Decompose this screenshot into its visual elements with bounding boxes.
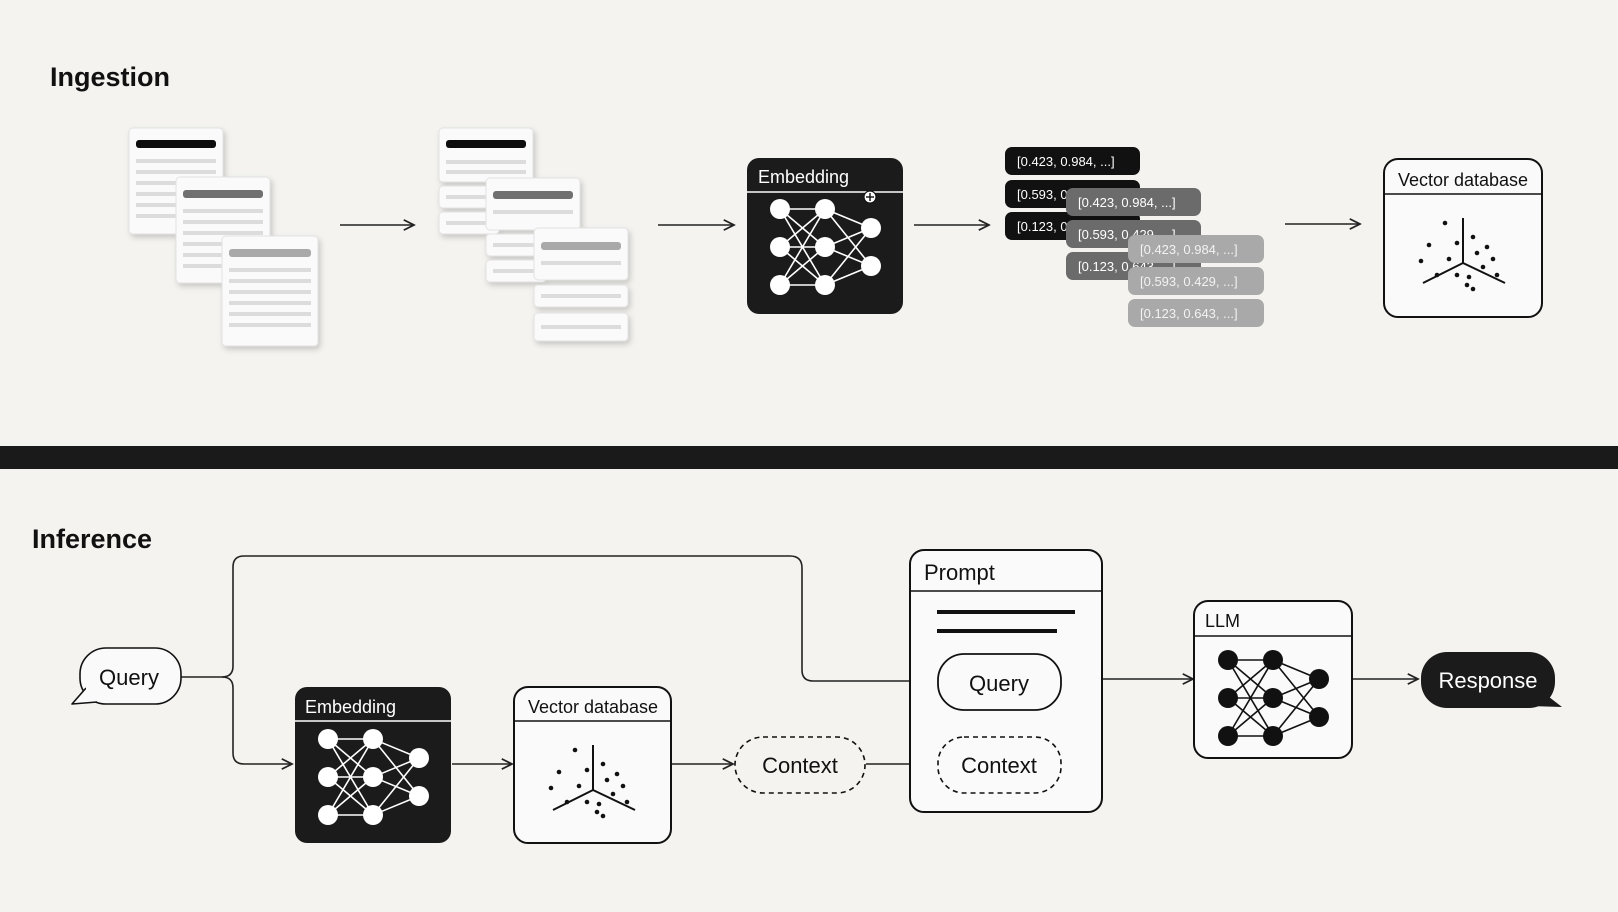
inference-embedding-network-icon [318,729,429,825]
prompt-box: Prompt Query Context [909,549,1103,813]
ingestion-vector-database: Vector database [1383,158,1543,318]
source-documents [128,127,319,347]
ingestion-section: Ingestion [50,62,1543,347]
prompt-label: Prompt [924,560,995,585]
vector-group-mid: [0.423, 0.984, ...] [0.593, 0.429, ...] … [1066,188,1201,280]
vector-light-3: [0.123, 0.643, ...] [1140,306,1238,321]
retrieved-context: Context [734,736,866,794]
chunk-group-2 [485,177,581,283]
retrieved-context-label: Context [762,753,838,778]
prompt-context-label: Context [961,753,1037,778]
arrow-query-to-embedding [221,676,292,764]
vector-light-2: [0.593, 0.429, ...] [1140,274,1238,289]
inference-title: Inference [32,524,152,554]
response-label: Response [1438,668,1537,693]
ingestion-title: Ingestion [50,62,170,92]
cursor-icon [863,190,877,204]
chunk-group-1 [438,127,534,235]
inference-embedding-label: Embedding [305,697,396,717]
inference-vector-database: Vector database [513,686,672,844]
vector-group-light: [0.423, 0.984, ...] [0.593, 0.429, ...] … [1128,235,1264,327]
ingestion-vector-db-label: Vector database [1398,170,1528,190]
llm-model: LLM [1193,600,1353,759]
llm-network-icon [1218,650,1329,746]
ingestion-embedding-label: Embedding [758,167,849,187]
section-divider [0,446,1618,469]
chunked-documents [438,127,629,342]
prompt-query-label: Query [969,671,1029,696]
ingestion-vector-space-icon [1418,218,1506,292]
ingestion-embedding-network-icon [770,199,881,295]
chunk-group-3 [533,227,629,342]
inference-embedding-model: Embedding [295,687,451,843]
inference-vector-space-icon [548,745,636,819]
embedding-vectors: [0.423, 0.984, ...] [0.593, 0.429, ...] … [1005,147,1264,327]
prompt-query-box [937,653,1062,711]
inference-vector-db-label: Vector database [528,697,658,717]
query-bubble: Query [71,647,182,705]
arrow-query-to-prompt [181,555,937,681]
ingestion-embedding-model: Embedding [747,158,903,314]
prompt-context-box [937,736,1062,794]
vector-mid-1: [0.423, 0.984, ...] [1078,195,1176,210]
query-label: Query [99,665,159,690]
inference-section: Inference Query Embedding [32,524,1562,844]
document-3 [221,235,319,347]
response-bubble: Response [1421,652,1562,708]
inference-connectors [181,555,1418,764]
vector-dark-1: [0.423, 0.984, ...] [1017,154,1115,169]
llm-label: LLM [1205,611,1240,631]
vector-light-1: [0.423, 0.984, ...] [1140,242,1238,257]
